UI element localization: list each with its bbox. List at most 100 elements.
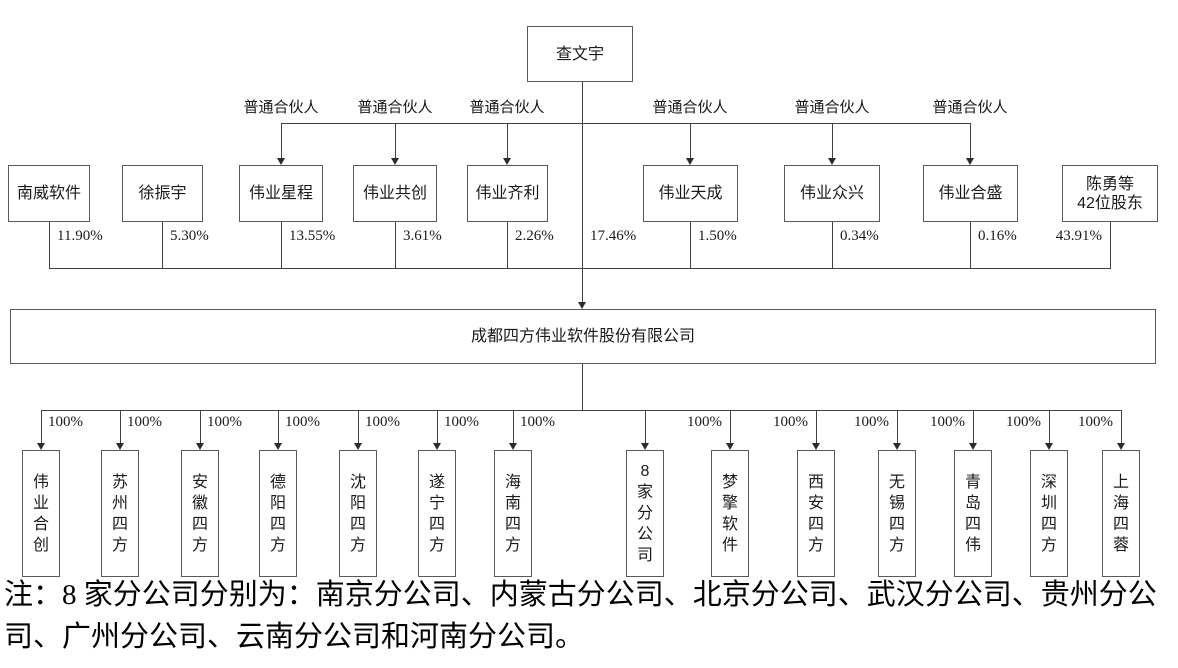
subsidiary-pct-label: 100% xyxy=(1078,414,1113,430)
subsidiary-label: 安徽四方 xyxy=(191,473,208,554)
arrow-down-icon xyxy=(37,443,45,450)
gp-partner-label: 普通合伙人 xyxy=(469,99,545,116)
arrow-down-icon xyxy=(828,158,836,165)
subsidiary-pct-label: 100% xyxy=(930,414,965,430)
subsidiary-pct-label: 100% xyxy=(773,414,808,430)
subsidiary-label: 无锡四方 xyxy=(888,473,905,554)
arrow-down-icon xyxy=(274,443,282,450)
shareholder-label: 伟业众兴 xyxy=(799,185,864,202)
connector-line xyxy=(970,222,971,268)
arrow-down-icon xyxy=(686,158,694,165)
subsidiary-pct-label: 100% xyxy=(207,414,242,430)
shareholder-node: 伟业众兴 xyxy=(784,165,880,222)
subsidiary-pct-label: 100% xyxy=(127,414,162,430)
gp-partner-label: 普通合伙人 xyxy=(357,99,433,116)
connector-line xyxy=(281,123,282,158)
top-shareholder-node: 查文宇 xyxy=(527,26,633,82)
subsidiary-label: 8家分公司 xyxy=(636,463,653,564)
connector-line xyxy=(41,410,1122,411)
connector-line xyxy=(507,222,508,268)
shareholder-label: 伟业星程 xyxy=(248,185,313,202)
arrow-down-icon xyxy=(433,443,441,450)
subsidiary-node: 深圳四方 xyxy=(1030,450,1068,577)
connector-line xyxy=(832,222,833,268)
ownership-pct-label: 11.90% xyxy=(57,228,103,244)
connector-line xyxy=(437,410,438,443)
shareholder-label: 伟业天成 xyxy=(658,185,723,202)
arrow-down-icon xyxy=(578,302,586,309)
shareholder-node: 伟业天成 xyxy=(643,165,738,222)
connector-line xyxy=(41,410,42,443)
subsidiary-label: 沈阳四方 xyxy=(349,473,366,554)
connector-line xyxy=(200,410,201,443)
company-node: 成都四方伟业软件股份有限公司 xyxy=(10,309,1156,364)
subsidiary-node: 西安四方 xyxy=(797,450,835,577)
subsidiary-node: 上海四蓉 xyxy=(1102,450,1140,577)
connector-line xyxy=(690,222,691,268)
arrow-down-icon xyxy=(354,443,362,450)
subsidiary-label: 德阳四方 xyxy=(269,473,286,554)
subsidiary-node: 德阳四方 xyxy=(259,450,297,577)
shareholder-label: 陈勇等 xyxy=(1085,175,1134,193)
gp-partner-label: 普通合伙人 xyxy=(243,99,319,116)
subsidiary-label: 苏州四方 xyxy=(111,473,128,554)
subsidiary-pct-label: 100% xyxy=(520,414,555,430)
connector-line xyxy=(507,123,508,158)
subsidiary-pct-label: 100% xyxy=(444,414,479,430)
connector-line xyxy=(395,222,396,268)
arrow-down-icon xyxy=(391,158,399,165)
arrow-down-icon xyxy=(1045,443,1053,450)
arrow-down-icon xyxy=(116,443,124,450)
subsidiary-label: 海南四方 xyxy=(504,473,521,554)
top-shareholder-label: 查文宇 xyxy=(555,45,604,63)
shareholder-label: 伟业齐利 xyxy=(475,185,540,202)
arrow-down-icon xyxy=(726,443,734,450)
subsidiary-label: 上海四蓉 xyxy=(1112,473,1129,554)
ownership-pct-label: 3.61% xyxy=(403,228,442,244)
shareholder-node: 南威软件 xyxy=(8,165,90,222)
connector-line xyxy=(582,364,583,410)
connector-line xyxy=(49,268,1111,269)
gp-partner-label: 普通合伙人 xyxy=(932,99,1008,116)
subsidiary-label: 伟业合创 xyxy=(32,473,49,554)
shareholder-label: 南威软件 xyxy=(16,185,81,202)
connector-line xyxy=(1049,410,1050,443)
subsidiary-label: 深圳四方 xyxy=(1040,473,1057,554)
arrow-down-icon xyxy=(277,158,285,165)
connector-line xyxy=(645,410,646,443)
subsidiary-label: 梦擎软件 xyxy=(721,473,738,554)
connector-line xyxy=(513,410,514,443)
arrow-down-icon xyxy=(812,443,820,450)
arrow-down-icon xyxy=(196,443,204,450)
connector-line xyxy=(582,82,583,302)
connector-line xyxy=(358,410,359,443)
subsidiary-pct-label: 100% xyxy=(365,414,400,430)
subsidiary-pct-label: 100% xyxy=(48,414,83,430)
connector-line xyxy=(120,410,121,443)
subsidiary-pct-label: 100% xyxy=(687,414,722,430)
subsidiary-pct-label: 100% xyxy=(285,414,320,430)
subsidiary-label: 青岛四伟 xyxy=(964,473,981,554)
connector-line xyxy=(970,123,971,158)
shareholder-label: 伟业共创 xyxy=(362,185,427,202)
connector-line xyxy=(690,123,691,158)
ownership-pct-label: 5.30% xyxy=(170,228,209,244)
ownership-pct-label: 13.55% xyxy=(289,228,336,244)
ownership-pct-label: 0.16% xyxy=(978,228,1017,244)
connector-line xyxy=(395,123,396,158)
subsidiary-node: 海南四方 xyxy=(494,450,532,577)
gp-partner-label: 普通合伙人 xyxy=(652,99,728,116)
ownership-pct-label: 1.50% xyxy=(698,228,737,244)
arrow-down-icon xyxy=(509,443,517,450)
subsidiary-pct-label: 100% xyxy=(1006,414,1041,430)
subsidiary-pct-label: 100% xyxy=(854,414,889,430)
shareholder-label: 徐振宇 xyxy=(138,185,187,202)
subsidiary-node: 梦擎软件 xyxy=(711,450,749,577)
subsidiary-node: 安徽四方 xyxy=(181,450,219,577)
connector-line xyxy=(281,123,971,124)
subsidiary-label: 遂宁四方 xyxy=(428,473,445,554)
connector-line xyxy=(730,410,731,443)
arrow-down-icon xyxy=(503,158,511,165)
connector-line xyxy=(1110,222,1111,268)
shareholder-label: 42位股东 xyxy=(1077,194,1143,212)
